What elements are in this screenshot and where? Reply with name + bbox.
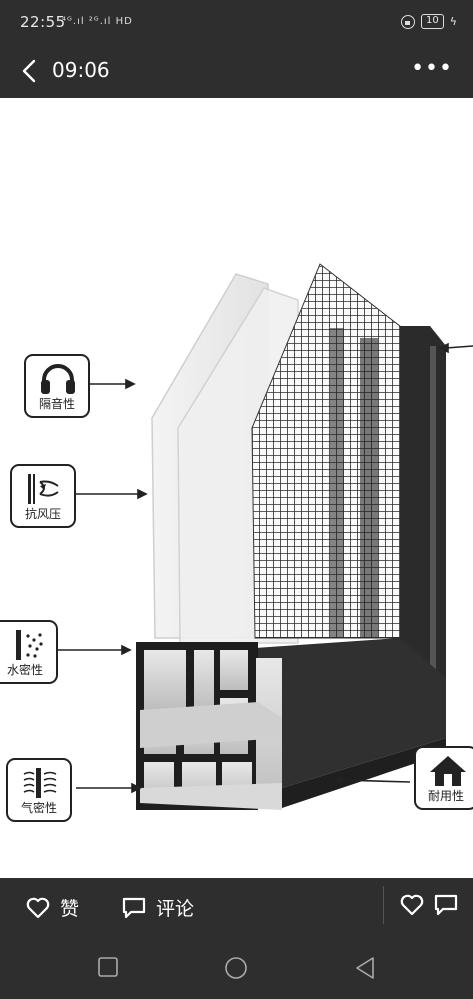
back-icon[interactable] — [18, 58, 44, 84]
battery-icon: 10 — [421, 14, 444, 29]
feature-air-tightness: 气密性 — [6, 758, 72, 822]
comment-button[interactable]: 评论 — [122, 894, 194, 921]
feature-label: 水密性 — [6, 663, 43, 677]
like-count-button[interactable] — [400, 894, 424, 916]
like-label: 赞 — [60, 898, 80, 920]
divider — [383, 886, 384, 924]
status-time: 22:55 — [20, 13, 66, 31]
back-nav-icon[interactable] — [354, 956, 376, 980]
page-title: 09:06 — [52, 58, 110, 82]
feature-water-tightness: 水密性 — [0, 620, 58, 684]
feature-label: 抗风压 — [24, 507, 61, 521]
like-button[interactable]: 赞 — [26, 894, 79, 921]
window-profile-illustration — [54, 263, 473, 810]
home-icon[interactable] — [224, 956, 248, 980]
feature-sound-insulation: 隔音性 — [24, 354, 90, 418]
wind-pressure-icon — [28, 474, 59, 504]
comment-icon — [434, 894, 458, 916]
signal-icon: ⁴ᴳ.ıl ²ᴳ.ıl HD — [62, 16, 133, 27]
charging-icon: ϟ — [449, 15, 457, 28]
rotation-lock-icon — [401, 14, 415, 29]
heart-icon — [400, 894, 424, 916]
image-viewer[interactable]: 隔音性 抗风压 水密性 气密性 — [0, 98, 473, 878]
headphones-icon — [41, 364, 75, 394]
status-right: 10 ϟ — [401, 14, 457, 29]
air-flow-icon — [23, 768, 57, 798]
comment-count-button[interactable] — [434, 894, 458, 916]
status-bar: 22:55 ⁴ᴳ.ıl ²ᴳ.ıl HD 10 ϟ — [0, 0, 473, 46]
heart-icon — [26, 897, 50, 918]
feature-label: 耐用性 — [427, 789, 464, 803]
feature-durability: 耐用性 — [414, 746, 473, 810]
house-icon — [430, 756, 466, 786]
title-bar: 09:06 ••• — [0, 46, 473, 98]
feature-label: 隔音性 — [38, 397, 75, 411]
feature-label: 气密性 — [20, 801, 57, 815]
comment-label: 评论 — [156, 898, 195, 920]
comment-icon — [122, 897, 146, 918]
water-drops-icon — [16, 630, 43, 660]
recents-icon[interactable] — [97, 956, 119, 978]
system-nav-bar — [0, 936, 473, 999]
more-icon[interactable]: ••• — [411, 56, 453, 81]
feature-wind-resistance: 抗风压 — [10, 464, 76, 528]
bottom-action-bar: 赞 评论 — [0, 878, 473, 936]
